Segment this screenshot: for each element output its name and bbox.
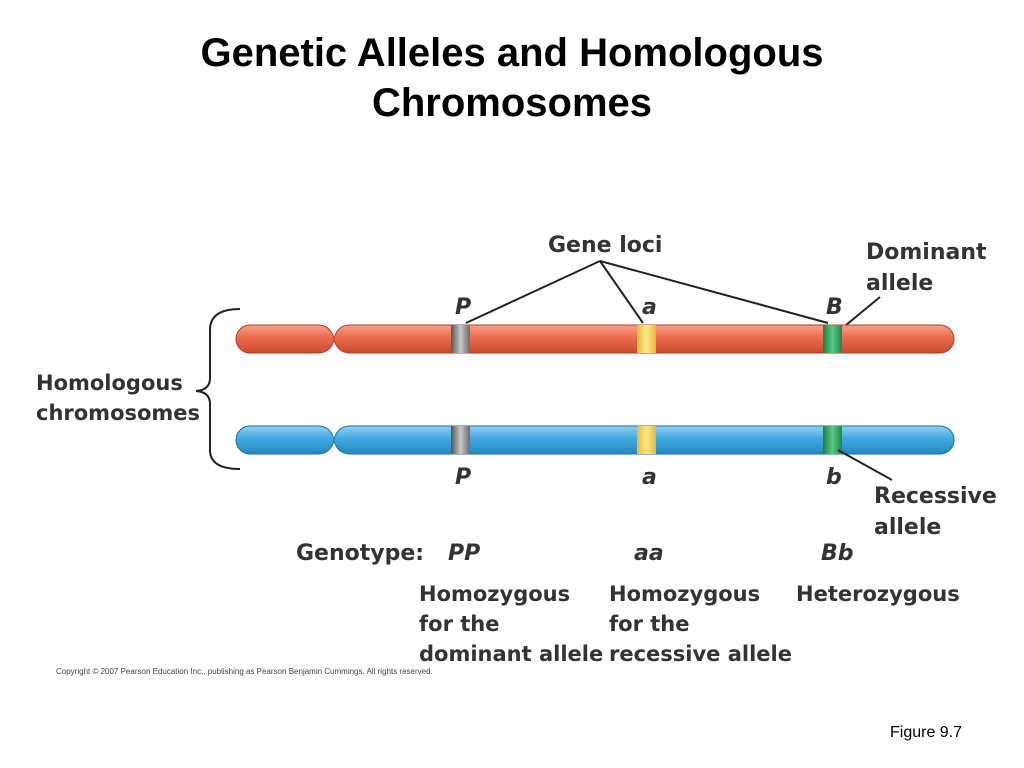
genotype-label: Genotype: (296, 541, 424, 566)
title-line-1: Genetic Alleles and Homologous (200, 31, 824, 75)
desc-aa-3: recessive allele (609, 642, 792, 666)
recessive-allele-pointer (837, 449, 893, 481)
gene-loci-line-b (599, 260, 829, 324)
desc-pp-2: for the (419, 612, 499, 636)
gene-loci-line-p (465, 260, 601, 324)
bottom-allele-letter-b: b (826, 465, 842, 490)
dominant-allele-label-1: Dominant (866, 240, 987, 265)
chromosome-bottom (235, 425, 955, 455)
desc-aa-1: Homozygous (609, 582, 760, 606)
recessive-allele-label-1: Recessive (874, 484, 997, 509)
top-locus-b (823, 325, 842, 353)
recessive-allele-label-2: allele (874, 515, 941, 540)
desc-pp-1: Homozygous (419, 582, 570, 606)
genotype-bb: Bb (821, 541, 854, 566)
top-allele-letter-p: P (455, 295, 471, 320)
chromosome-top (235, 324, 955, 354)
top-allele-letter-b: B (826, 295, 843, 320)
desc-pp-3: dominant allele (419, 642, 603, 666)
homologous-bracket (195, 308, 241, 470)
homologous-label-2: chromosomes (36, 401, 200, 425)
genotype-aa: aa (634, 541, 664, 566)
dominant-allele-label-2: allele (866, 271, 933, 296)
figure-number: Figure 9.7 (890, 724, 963, 741)
gene-loci-label: Gene loci (548, 233, 662, 258)
desc-aa-2: for the (609, 612, 689, 636)
top-locus-a (637, 325, 656, 353)
copyright-notice: Copyright © 2007 Pearson Education Inc.,… (56, 667, 433, 676)
bottom-allele-letter-a: a (642, 465, 657, 490)
gene-loci-line-a (599, 260, 644, 324)
homologous-label-1: Homologous (36, 371, 183, 395)
bottom-locus-a (637, 426, 656, 454)
genotype-pp: PP (448, 541, 480, 566)
page-title: Genetic Alleles and Homologous Chromosom… (0, 28, 1024, 128)
title-line-2: Chromosomes (371, 81, 653, 125)
bottom-locus-p (451, 426, 470, 454)
bottom-locus-b (823, 426, 842, 454)
bottom-allele-letter-p: P (455, 465, 471, 490)
desc-bb-1: Heterozygous (796, 582, 960, 606)
top-locus-p (451, 325, 470, 353)
top-allele-letter-a: a (642, 295, 657, 320)
